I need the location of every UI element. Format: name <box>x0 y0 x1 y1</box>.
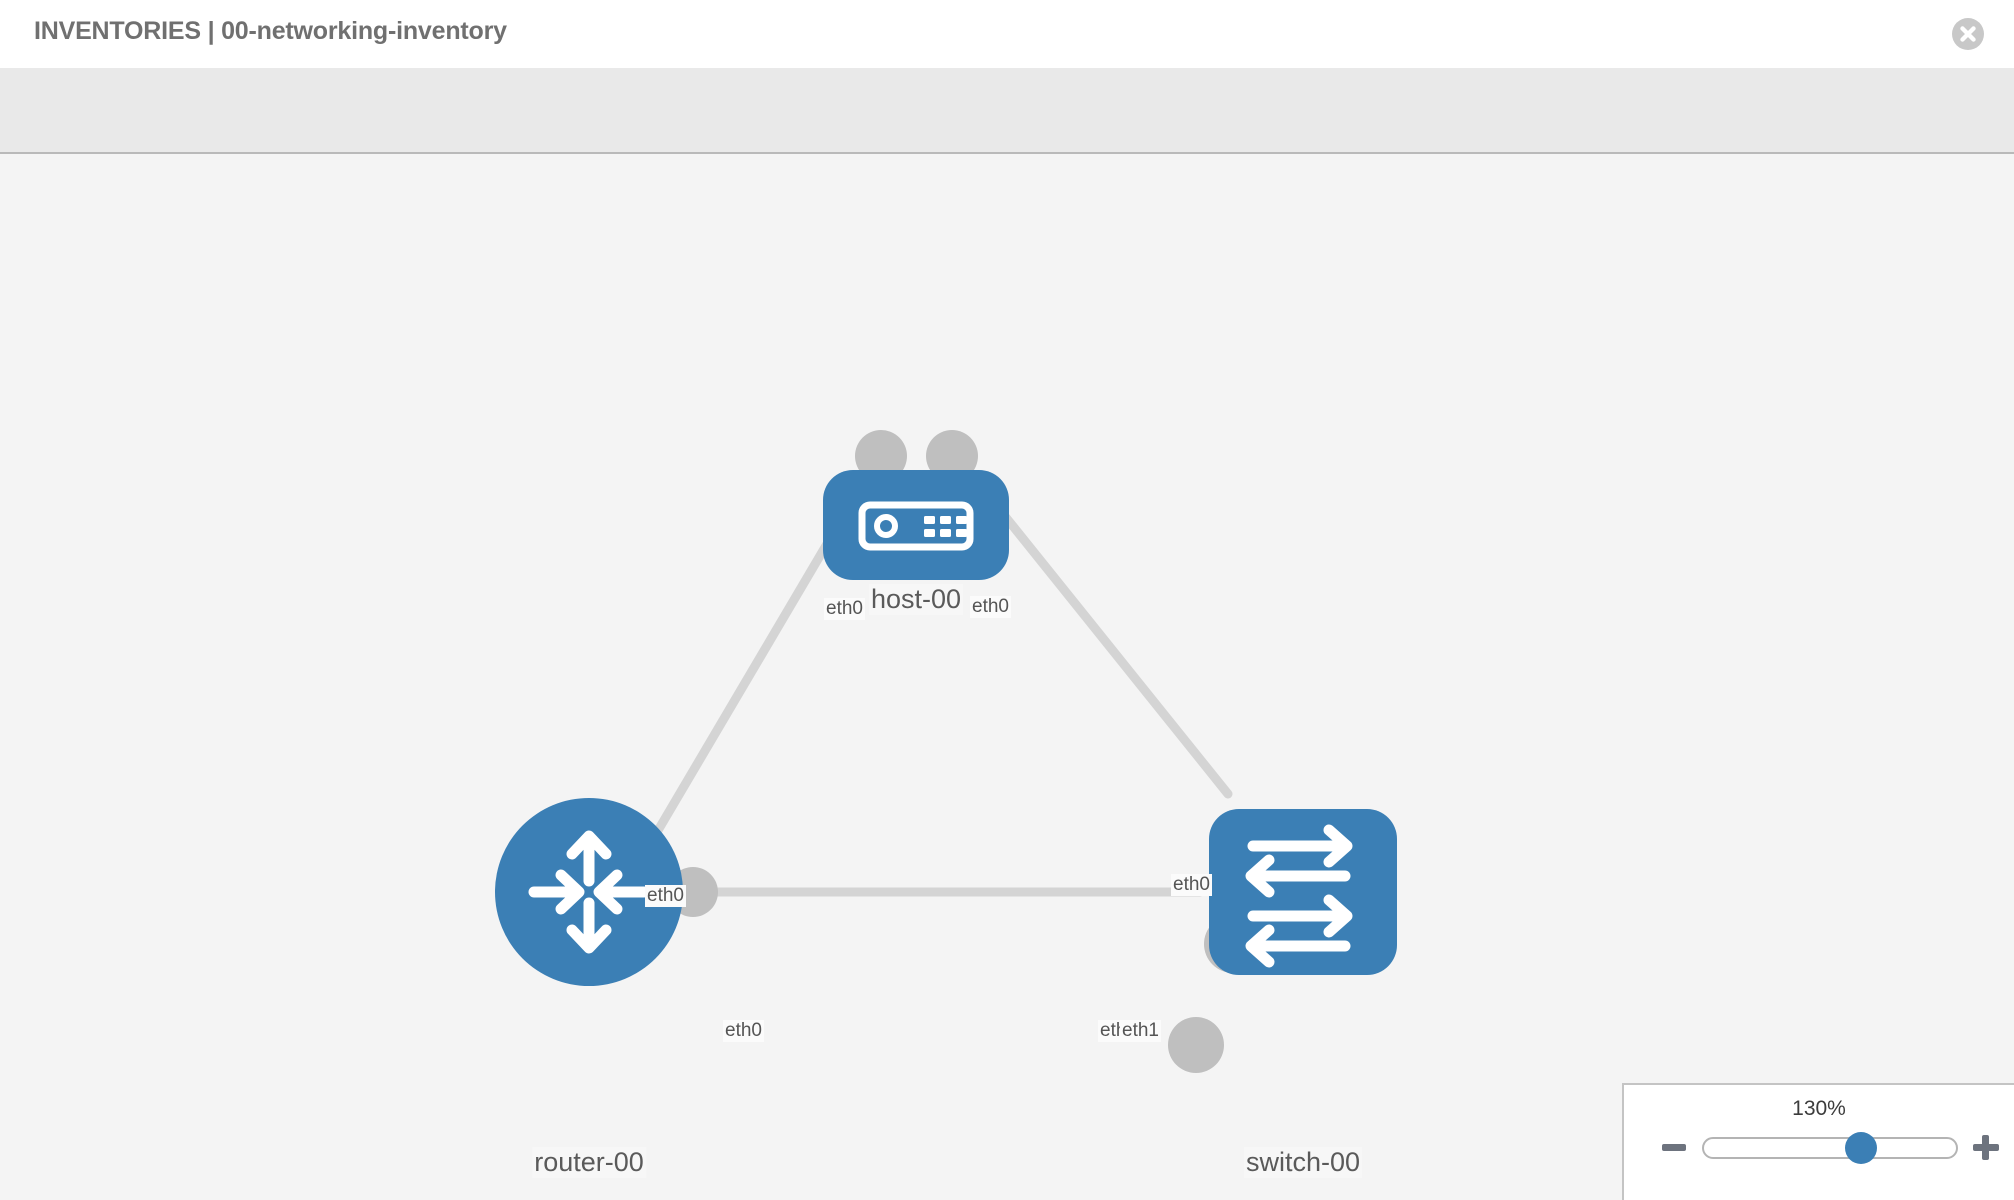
port-host-right <box>926 430 978 482</box>
iface-label: eth0 <box>824 598 865 620</box>
iface-label: eth0 <box>970 596 1011 618</box>
node-router-00 <box>495 798 683 986</box>
node-host-00 <box>823 470 1009 580</box>
zoom-in-button[interactable] <box>1972 1133 2000 1161</box>
topology-graph <box>495 430 1397 1073</box>
node-label-switch-00: switch-00 <box>1243 1147 1363 1178</box>
topology-canvas[interactable]: eth0 eth0 eth0 eth0 eth0 eth0 eth1 host-… <box>0 154 2014 1200</box>
page-title: INVENTORIES | 00-networking-inventory <box>34 17 507 45</box>
zoom-out-button[interactable] <box>1660 1133 1688 1161</box>
toolbar: ACTIONS SEARCH <box>0 68 2014 208</box>
zoom-control-panel: 130% <box>1622 1083 2014 1200</box>
iface-label: eth0 <box>1171 874 1212 896</box>
switch-arrows-icon <box>1245 824 1353 968</box>
zoom-slider[interactable] <box>1702 1132 1958 1164</box>
server-icon-details <box>874 514 967 538</box>
node-label-router-00: router-00 <box>532 1147 646 1178</box>
page-header: INVENTORIES | 00-networking-inventory <box>0 0 2014 68</box>
router-arrows-icon <box>528 830 650 954</box>
server-icon <box>858 501 974 551</box>
zoom-slider-thumb[interactable] <box>1845 1132 1877 1164</box>
iface-label: eth1 <box>1120 1020 1161 1042</box>
port-host-left <box>855 430 907 482</box>
iface-label: eth0 <box>645 885 686 907</box>
iface-label: eth0 <box>723 1020 764 1042</box>
zoom-level-value: 130% <box>1792 1097 1846 1120</box>
close-icon[interactable] <box>1952 18 1984 50</box>
node-switch-00 <box>1209 809 1397 975</box>
port-switch-left <box>1168 1017 1224 1073</box>
node-label-host-00: host-00 <box>868 584 964 615</box>
